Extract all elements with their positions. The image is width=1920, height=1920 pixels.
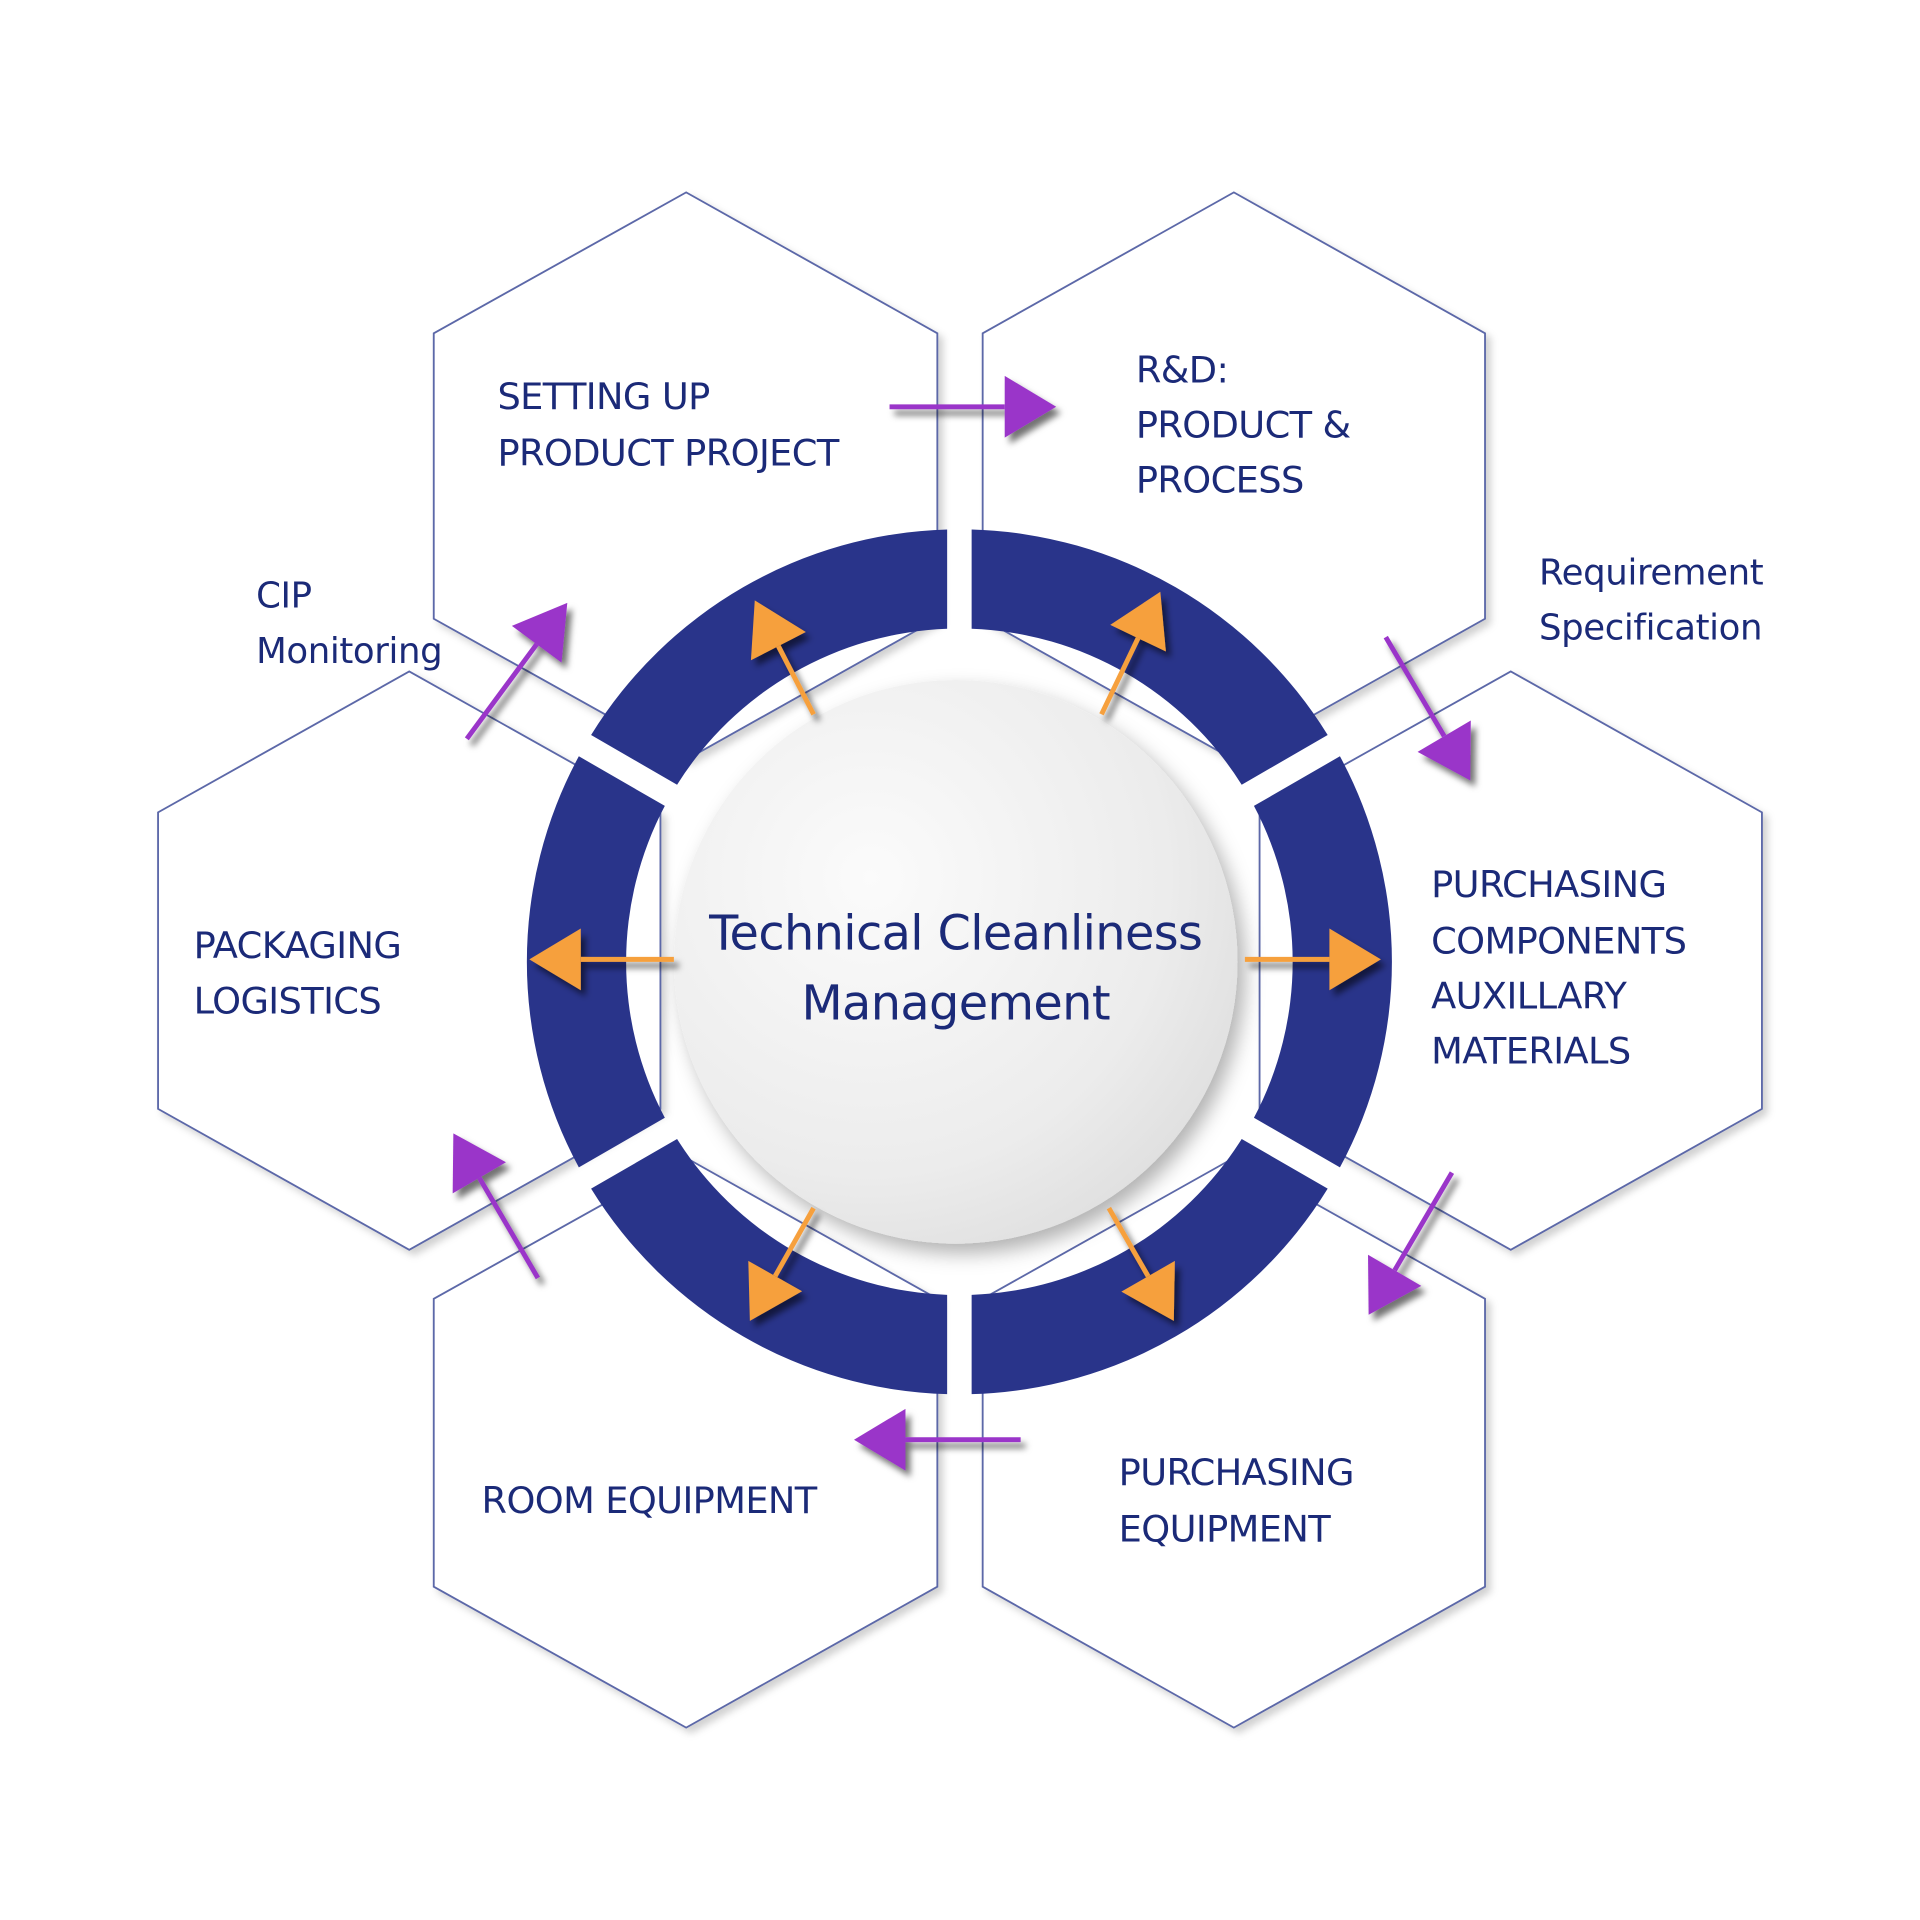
ring-segment bbox=[971, 529, 1328, 785]
label-line: AUXILLARY bbox=[1431, 974, 1627, 1017]
purple-arrow-group bbox=[452, 375, 1471, 1471]
center-title-line-1: Technical Cleanliness bbox=[708, 907, 1202, 962]
ring bbox=[526, 529, 1392, 1395]
ring-segment bbox=[971, 1138, 1328, 1395]
purple-arrow-icon bbox=[854, 1408, 1021, 1471]
purple-arrow-icon bbox=[889, 375, 1057, 438]
label-purchasing-equipment: PURCHASING EQUIPMENT bbox=[1119, 1451, 1355, 1550]
label-line: COMPONENTS bbox=[1431, 919, 1686, 962]
label-setting-up: SETTING UP PRODUCT PROJECT bbox=[497, 375, 840, 475]
label-line: ROOM EQUIPMENT bbox=[482, 1479, 818, 1522]
annotation-line: Requirement bbox=[1539, 552, 1764, 593]
label-line: EQUIPMENT bbox=[1119, 1507, 1332, 1550]
purple-arrow-icon bbox=[1368, 1171, 1455, 1315]
label-rnd: R&D: PRODUCT & PROCESS bbox=[1136, 348, 1351, 501]
label-line: PURCHASING bbox=[1431, 863, 1666, 906]
label-line: SETTING UP bbox=[497, 375, 709, 418]
center-circle[interactable] bbox=[673, 680, 1238, 1244]
annotation-line: CIP bbox=[256, 576, 312, 617]
label-purchasing-components: PURCHASING COMPONENTS AUXILLARY MATERIAL… bbox=[1431, 863, 1687, 1073]
label-line: R&D: bbox=[1136, 348, 1228, 391]
label-room-equipment: ROOM EQUIPMENT bbox=[482, 1479, 819, 1522]
label-packaging-logistics: PACKAGING LOGISTICS bbox=[194, 924, 402, 1022]
purple-arrow-icon bbox=[452, 1133, 541, 1280]
purple-arrow-icon bbox=[1383, 635, 1471, 781]
purple-arrow-icon bbox=[464, 602, 568, 741]
ring-segment bbox=[591, 529, 948, 785]
orange-arrow-icon bbox=[1106, 1206, 1175, 1321]
label-line: PURCHASING bbox=[1119, 1451, 1354, 1494]
center-title-line-2: Management bbox=[801, 976, 1110, 1031]
label-line: MATERIALS bbox=[1431, 1030, 1630, 1073]
orange-arrow-icon bbox=[748, 1206, 816, 1321]
annotation-cip-monitoring: CIP Monitoring bbox=[256, 576, 443, 672]
orange-arrow-icon bbox=[1099, 591, 1166, 716]
orange-arrow-group bbox=[529, 591, 1381, 1321]
label-line: PRODUCT & bbox=[1136, 403, 1351, 446]
orange-arrow-icon bbox=[529, 928, 674, 991]
annotation-requirement-specification: Requirement Specification bbox=[1539, 552, 1764, 648]
label-line: PACKAGING bbox=[194, 924, 402, 967]
annotation-line: Specification bbox=[1539, 608, 1762, 649]
orange-arrow-icon bbox=[750, 600, 816, 716]
label-line: LOGISTICS bbox=[194, 979, 382, 1022]
ring-segment bbox=[591, 1138, 948, 1395]
orange-arrow-icon bbox=[1244, 928, 1381, 991]
label-line: PROCESS bbox=[1136, 459, 1304, 502]
annotation-line: Monitoring bbox=[256, 631, 442, 672]
label-line: PRODUCT PROJECT bbox=[497, 432, 839, 475]
